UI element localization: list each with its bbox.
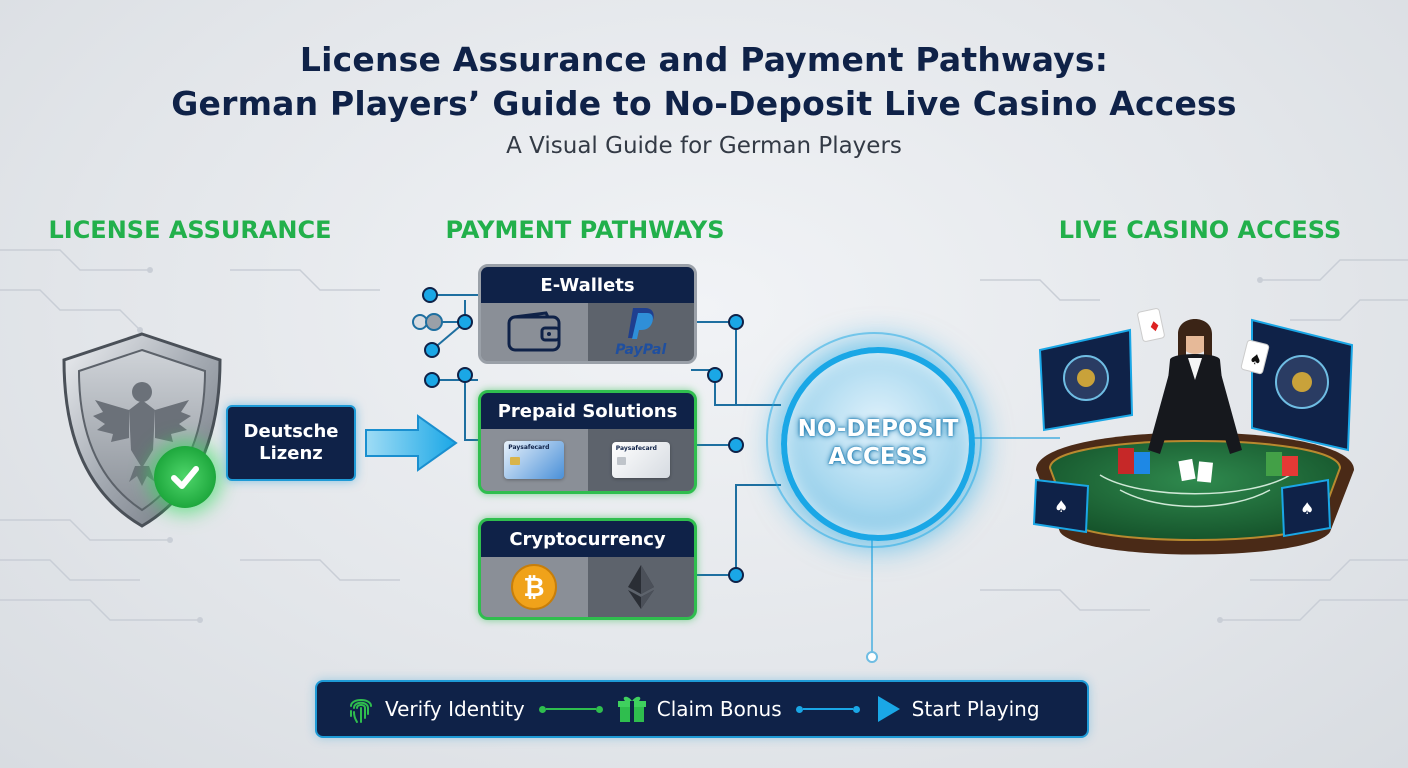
no-deposit-hub[interactable]: NO-DEPOSIT ACCESS xyxy=(781,347,975,541)
fingerprint-icon xyxy=(350,699,372,723)
gift-icon xyxy=(617,696,646,722)
hub-line2: ACCESS xyxy=(828,444,928,470)
step-connector xyxy=(795,705,860,713)
license-badge: Deutsche Lizenz xyxy=(226,405,356,481)
svg-text:♠: ♠ xyxy=(1300,499,1314,518)
svg-text:♦: ♦ xyxy=(1147,318,1163,336)
steps-bar: Verify Identity Claim Bonus Start Playin… xyxy=(315,680,1089,738)
dealer-figure xyxy=(1148,319,1242,454)
step-label: Claim Bonus xyxy=(656,697,782,721)
step-start-playing[interactable]: Start Playing xyxy=(874,694,1040,724)
svg-text:₿: ₿ xyxy=(524,573,545,603)
hub-line1: NO-DEPOSIT xyxy=(797,416,959,443)
play-icon xyxy=(877,696,900,722)
step-verify-identity[interactable]: Verify Identity xyxy=(347,694,525,724)
arrow-right-icon xyxy=(365,414,458,472)
page-title-line2: German Players’ Guide to No-Deposit Live… xyxy=(171,84,1237,123)
paypal-label: PayPal xyxy=(615,342,667,358)
payment-card-title: E-Wallets xyxy=(481,267,694,303)
page-title-line1: License Assurance and Payment Pathways: xyxy=(299,40,1109,79)
wallet-icon xyxy=(507,311,561,352)
section-title-live: LIVE CASINO ACCESS xyxy=(1058,216,1342,244)
hub-ring xyxy=(766,332,982,548)
paysafecard-card-icon: Paysafecard xyxy=(611,442,670,478)
license-badge-line1: Deutsche xyxy=(243,421,339,443)
section-title-payment: PAYMENT PATHWAYS xyxy=(445,216,725,244)
step-claim-bonus[interactable]: Claim Bonus xyxy=(617,694,782,724)
check-badge xyxy=(154,446,216,508)
check-icon xyxy=(171,466,199,489)
step-label: Start Playing xyxy=(911,697,1040,721)
roulette-screen-right xyxy=(1251,318,1354,452)
svg-text:♠: ♠ xyxy=(1247,351,1263,370)
payment-card-ewallets[interactable]: E-Wallets PayPal xyxy=(478,264,697,364)
step-connector xyxy=(538,705,603,713)
license-badge-line2: Lizenz xyxy=(259,443,323,464)
paysafecard-card-icon: Paysafecard xyxy=(504,441,565,479)
paypal-logo-icon xyxy=(627,308,654,339)
section-title-license: LICENSE ASSURANCE xyxy=(48,216,332,244)
bitcoin-icon: ₿ xyxy=(511,564,558,610)
step-label: Verify Identity xyxy=(385,697,525,721)
live-casino-illustration: ♦ ♠ ♠ ♠ xyxy=(1032,308,1354,555)
payment-card-crypto[interactable]: Cryptocurrency ₿ xyxy=(478,518,697,620)
payment-card-prepaid[interactable]: Prepaid Solutions Paysafecard Paysafecar… xyxy=(478,390,697,494)
ethereum-icon xyxy=(627,565,654,609)
svg-text:♠: ♠ xyxy=(1054,497,1068,516)
payment-card-title: Cryptocurrency xyxy=(481,521,694,557)
card-label: Paysafecard xyxy=(508,444,550,451)
page-subtitle: A Visual Guide for German Players xyxy=(506,133,902,159)
payment-card-title: Prepaid Solutions xyxy=(481,393,694,429)
card-label: Paysafecard xyxy=(615,445,657,452)
roulette-screen-left xyxy=(1038,328,1134,432)
